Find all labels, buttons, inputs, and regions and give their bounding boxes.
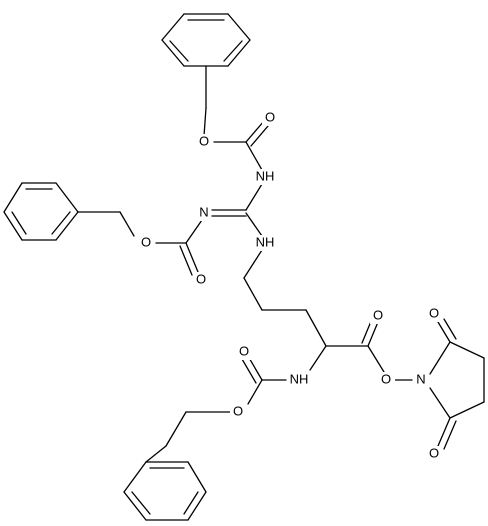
succinimide-ring: [429, 318, 485, 450]
atom-o-top-carbonyl: O: [265, 109, 275, 124]
atom-o-succinimide-bottom: O: [429, 445, 439, 460]
atom-o-left-carbonyl: O: [196, 271, 206, 286]
bottom-phenyl-ring: [123, 445, 207, 521]
atom-o-succinimide-top: O: [429, 305, 439, 320]
atom-n-imine: N: [199, 204, 208, 219]
bond-left-c-o-double: [185, 242, 199, 273]
bond-left-o-ch2: [119, 211, 135, 237]
bonds: [3, 13, 485, 521]
bond-n-c-left: [185, 219, 203, 244]
bond-ch2-1-ch2-2: [243, 277, 263, 311]
bond-top-c-nh: [245, 141, 263, 171]
bond-cbz-c-o: [247, 379, 263, 405]
bond-ester-c-o-double: [367, 321, 379, 347]
atom-o-top-ester: O: [199, 133, 209, 148]
bond-cbz-ch2-ring: [165, 411, 187, 447]
bond-nh-guanidine: [245, 183, 263, 211]
atom-nh-alpha: NH: [290, 371, 309, 386]
bond-top-ch2-o: [203, 107, 207, 137]
atom-n-succinimide: N: [416, 371, 425, 386]
atom-labels: O O NH N NH O O O O N O O NH O O: [138, 109, 443, 462]
atom-o-left-ester: O: [141, 234, 151, 249]
bond-left-c-o-double-2: [179, 245, 193, 276]
bond-top-c-o-double: [250, 125, 269, 147]
bond-ch2-3-ca: [305, 309, 327, 347]
atom-o-cbz-carbonyl: O: [239, 343, 249, 358]
left-phenyl-ring: [3, 182, 79, 241]
bond-ester-c-o: [367, 345, 385, 373]
bond-guan-nh-lower: [245, 212, 263, 237]
atom-o-cbz-ester: O: [233, 403, 243, 418]
bond-cbz-c-o-double-2: [241, 358, 257, 384]
bond-nh-ch2-1: [243, 249, 263, 279]
atom-o-ester: O: [381, 371, 391, 386]
atom-o-ester-carbonyl: O: [373, 307, 383, 322]
atom-nh-lower: NH: [256, 234, 275, 249]
bond-ca-nh: [309, 345, 327, 371]
top-phenyl-ring: [161, 13, 251, 67]
bond-top-c-o: [245, 120, 265, 143]
atom-nh-top: NH: [256, 168, 275, 183]
